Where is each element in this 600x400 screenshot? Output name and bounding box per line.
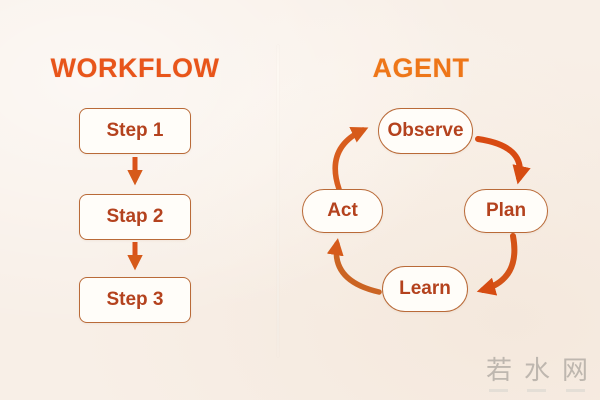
plan-node: Plan bbox=[464, 189, 548, 233]
watermark: 若水网 bbox=[486, 350, 588, 392]
observe-label: Observe bbox=[387, 120, 464, 141]
learn-node: Learn bbox=[382, 266, 468, 312]
agent-title: AGENT bbox=[372, 53, 470, 83]
arrow-learn-to-act bbox=[326, 238, 382, 295]
plan-label: Plan bbox=[485, 200, 527, 221]
panel-divider bbox=[277, 45, 279, 357]
step-1-label: Step 1 bbox=[106, 120, 164, 141]
step-3-box: Step 3 bbox=[79, 277, 191, 323]
step-2-box: Stap 2 bbox=[79, 194, 191, 240]
act-node: Act bbox=[302, 189, 383, 233]
step-3-label: Step 3 bbox=[106, 289, 164, 310]
arrow-observe-to-plan bbox=[475, 136, 531, 185]
step-2-label: Stap 2 bbox=[106, 206, 164, 227]
observe-node: Observe bbox=[378, 108, 473, 154]
act-label: Act bbox=[327, 200, 358, 221]
workflow-title: WORKFLOW bbox=[50, 53, 220, 83]
arrow-act-to-observe bbox=[332, 127, 369, 192]
step-1-box: Step 1 bbox=[79, 108, 191, 154]
watermark-underline-marks bbox=[486, 387, 588, 392]
learn-label: Learn bbox=[399, 278, 451, 299]
arrow-plan-to-learn bbox=[476, 233, 518, 296]
watermark-text: 若水网 bbox=[485, 355, 600, 385]
